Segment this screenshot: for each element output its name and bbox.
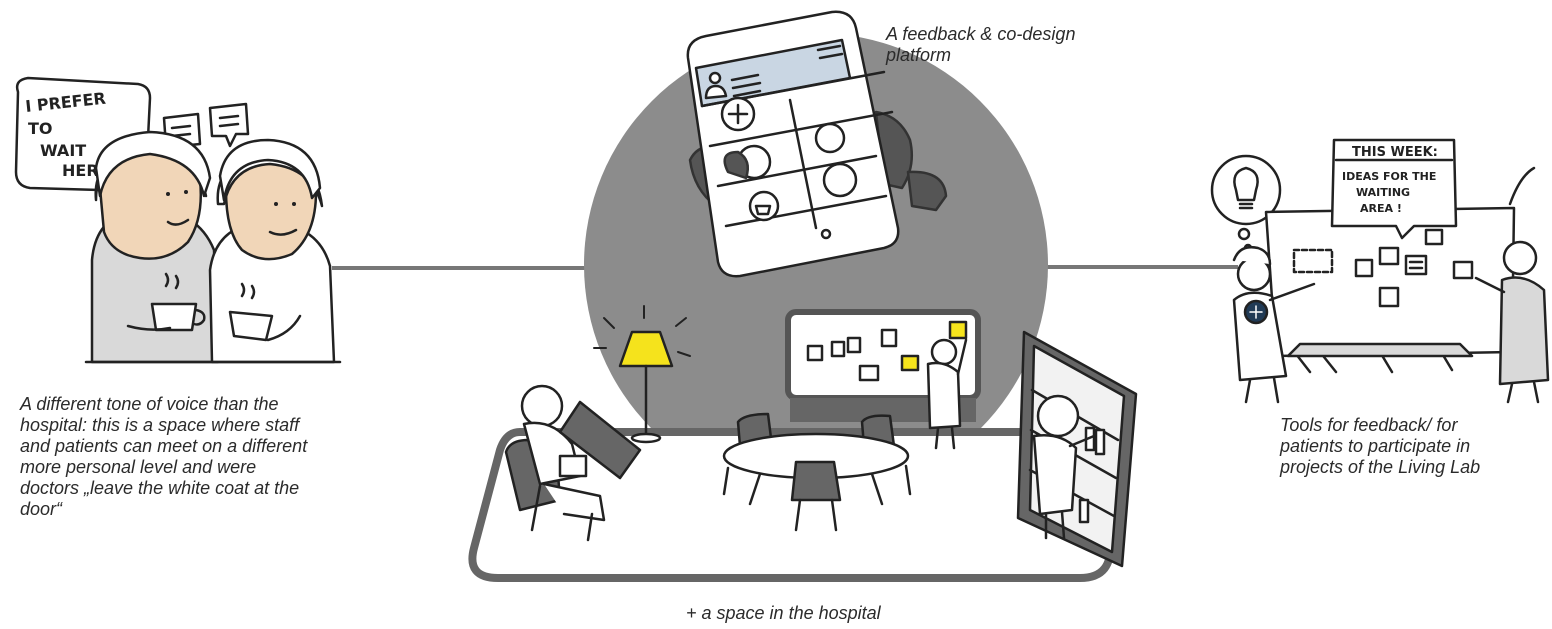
caption-tools: Tools for feedback/ for patients to part… <box>1280 415 1481 477</box>
room-illustration <box>468 305 1138 582</box>
speech-line-2: TO <box>28 119 53 138</box>
lightbulb-icon <box>1233 166 1259 202</box>
idea-board <box>1264 206 1516 358</box>
lamp-rays <box>593 305 691 357</box>
caption-patients: A different tone of voice than the hospi… <box>20 394 308 519</box>
speech-line-3: WAIT <box>40 141 86 160</box>
board-title: THIS WEEK: <box>1352 145 1438 160</box>
board-line-2: WAITING <box>1356 186 1410 199</box>
board-line-1: IDEAS FOR THE <box>1342 170 1436 183</box>
lamp-shade <box>618 330 674 368</box>
idea-board-illustration: THIS WEEK: IDEAS FOR THE WAITING AREA ! <box>1210 138 1550 404</box>
caption-platform: A feedback & co-design platform <box>886 24 1076 65</box>
tablet-illustration <box>686 10 948 278</box>
board-line-3: AREA ! <box>1360 202 1402 215</box>
reading-board <box>558 400 642 480</box>
caption-space: + a space in the hospital <box>686 603 881 623</box>
board-header <box>1330 138 1458 240</box>
user-icon <box>708 71 722 85</box>
patients-illustration: I PREFER TO WAIT HERE <box>14 76 342 364</box>
